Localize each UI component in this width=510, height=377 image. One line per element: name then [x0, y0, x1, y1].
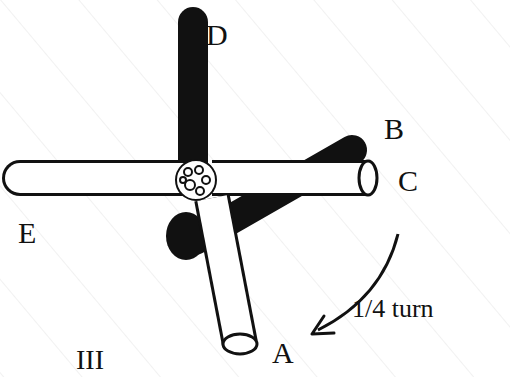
part-letter: A: [272, 338, 294, 368]
white-rod-c: [212, 160, 368, 196]
black-rod-d: [178, 22, 208, 172]
white-rod-e: [20, 160, 182, 196]
turn-note: 1/4 turn: [352, 296, 434, 322]
joint: [176, 160, 216, 200]
part-letter: D: [206, 20, 228, 50]
part-letter: B: [384, 114, 404, 144]
figure-number: III: [76, 346, 104, 374]
part-letter: C: [398, 166, 418, 196]
white-rod-a: [212, 198, 240, 344]
part-letter: E: [18, 218, 36, 248]
